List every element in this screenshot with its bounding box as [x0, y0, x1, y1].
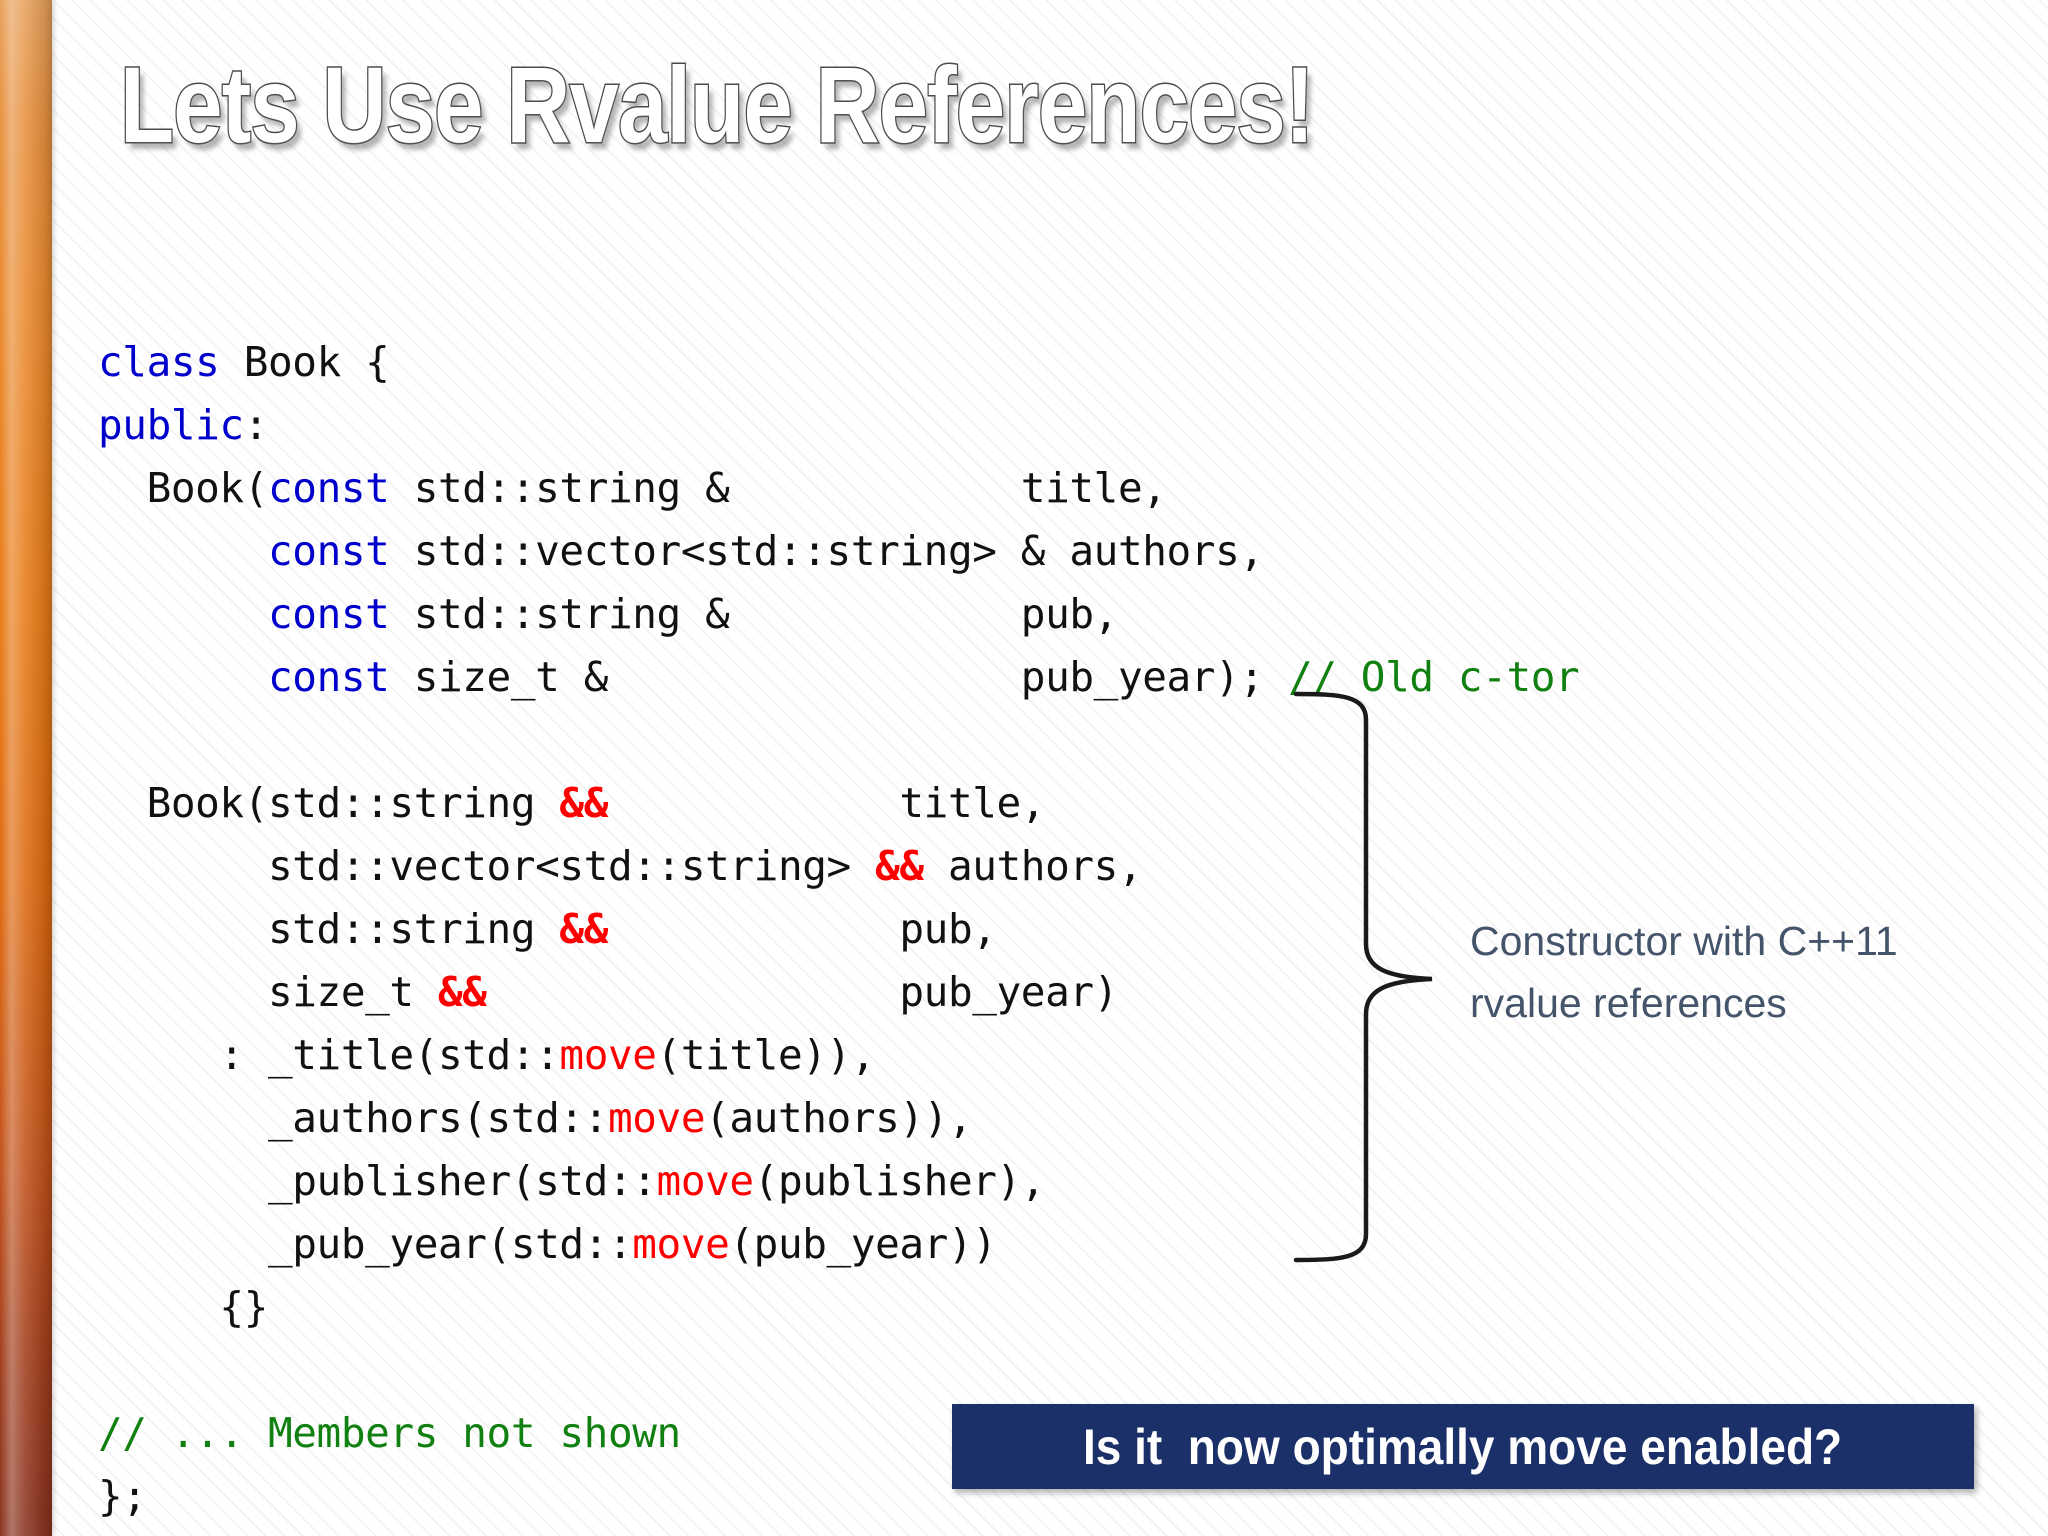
annotation-line-1: Constructor with C++11	[1470, 918, 1898, 964]
curly-brace-path	[1293, 691, 1433, 1263]
code-token: _pub_year(std::	[98, 1220, 633, 1268]
code-token: pub_year)	[486, 968, 1118, 1016]
code-line: _authors(std::move(authors)),	[98, 1087, 1579, 1150]
callout-annotation: Constructor with C++11 rvalue references	[1470, 910, 2030, 1034]
code-token: &&	[437, 968, 487, 1016]
code-token: class	[98, 338, 244, 386]
code-token: authors,	[923, 842, 1143, 890]
code-line: const std::vector<std::string> & authors…	[98, 520, 1579, 583]
code-line: class Book {	[98, 331, 1579, 394]
code-token	[98, 527, 268, 575]
code-token: title,	[607, 779, 1046, 827]
code-line: {}	[98, 1276, 1579, 1339]
code-line	[98, 1339, 1579, 1402]
code-token: (title)),	[656, 1031, 876, 1079]
code-line: std::vector<std::string> && authors,	[98, 835, 1579, 898]
code-token: const	[268, 464, 390, 512]
code-token: Book {	[243, 338, 390, 386]
code-token: (pub_year))	[729, 1220, 997, 1268]
code-line: size_t && pub_year)	[98, 961, 1579, 1024]
question-banner: Is it now optimally move enabled?	[952, 1404, 1974, 1489]
code-token: &&	[559, 905, 608, 953]
code-block: class Book {public: Book(const std::stri…	[98, 331, 1580, 1528]
code-token: const	[268, 590, 390, 638]
code-line: };	[98, 1465, 1579, 1528]
code-line: Book(std::string && title,	[98, 772, 1579, 835]
code-token: {}	[98, 1283, 268, 1331]
code-token: &&	[875, 842, 924, 890]
code-token: size_t	[98, 968, 438, 1016]
code-token: std::string	[98, 905, 560, 953]
code-line: const std::string & pub,	[98, 583, 1579, 646]
left-accent-bar	[0, 0, 52, 1536]
code-token: move	[559, 1031, 657, 1079]
code-token: size_t & pub_year);	[389, 653, 1288, 701]
right-curly-brace-callout	[1293, 691, 1433, 1263]
code-token: std::vector<std::string>	[98, 842, 876, 890]
code-token: std::string & title,	[389, 464, 1167, 512]
code-line: Book(const std::string & title,	[98, 457, 1579, 520]
question-banner-text: Is it now optimally move enabled?	[1083, 1418, 1843, 1475]
code-token: pub,	[607, 905, 997, 953]
code-token: std::string & pub,	[389, 590, 1119, 638]
code-token: Book(	[98, 464, 269, 512]
code-line: const size_t & pub_year); // Old c-tor	[98, 646, 1580, 709]
code-token: // ... Members not shown	[98, 1409, 681, 1457]
code-token: Book(std::string	[98, 779, 560, 827]
code-line: _pub_year(std::move(pub_year))	[98, 1213, 1579, 1276]
code-token: &&	[559, 779, 608, 827]
code-token: // Old c-tor	[1287, 653, 1580, 701]
annotation-line-2: rvalue references	[1470, 980, 1787, 1026]
code-token: move	[656, 1157, 755, 1205]
code-token: _authors(std::	[98, 1094, 608, 1142]
code-token	[98, 653, 268, 701]
code-line: public:	[98, 394, 1579, 457]
code-token: : _title(std::	[98, 1031, 560, 1079]
code-line: std::string && pub,	[98, 898, 1579, 961]
code-token: const	[268, 653, 390, 701]
code-token	[98, 590, 268, 638]
code-token: :	[243, 401, 269, 449]
code-line: // ... Members not shown	[98, 1402, 1579, 1465]
code-token: _publisher(std::	[98, 1157, 657, 1205]
code-line: _publisher(std::move(publisher),	[98, 1150, 1579, 1213]
slide-title: Lets Use Rvalue References!	[119, 44, 1316, 165]
code-token: (authors)),	[705, 1094, 973, 1142]
code-token: };	[98, 1472, 147, 1520]
code-token: public	[98, 401, 244, 449]
accent-bar-gloss	[0, 0, 52, 1536]
code-token: (publisher),	[753, 1157, 1046, 1205]
code-line: : _title(std::move(title)),	[98, 1024, 1579, 1087]
code-token: move	[607, 1094, 706, 1142]
code-token: const	[268, 527, 390, 575]
code-token: std::vector<std::string> & authors,	[389, 527, 1264, 575]
code-token: move	[632, 1220, 730, 1268]
